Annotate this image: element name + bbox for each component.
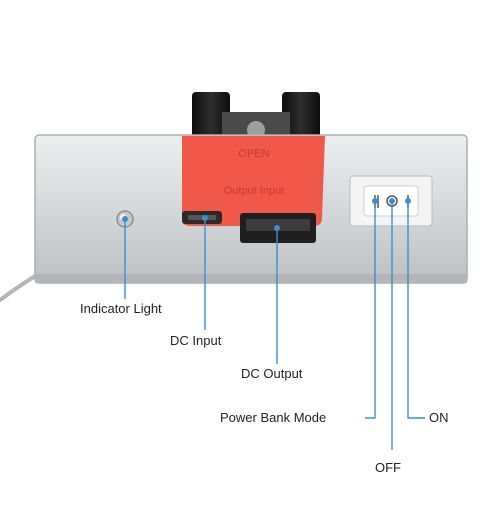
label-dc-output: DC Output (241, 366, 303, 381)
label-off: OFF (375, 460, 401, 475)
cover-text-top: OPEN (238, 148, 269, 160)
label-power-bank-mode: Power Bank Mode (220, 410, 327, 425)
clip-icon (192, 92, 320, 140)
cover-text-bottom: Output Input (224, 185, 285, 197)
label-indicator-light: Indicator Light (80, 301, 162, 316)
label-dc-input: DC Input (170, 333, 222, 348)
leader-lines (121, 197, 425, 450)
label-on: ON (429, 410, 449, 425)
orange-cover (182, 136, 325, 226)
